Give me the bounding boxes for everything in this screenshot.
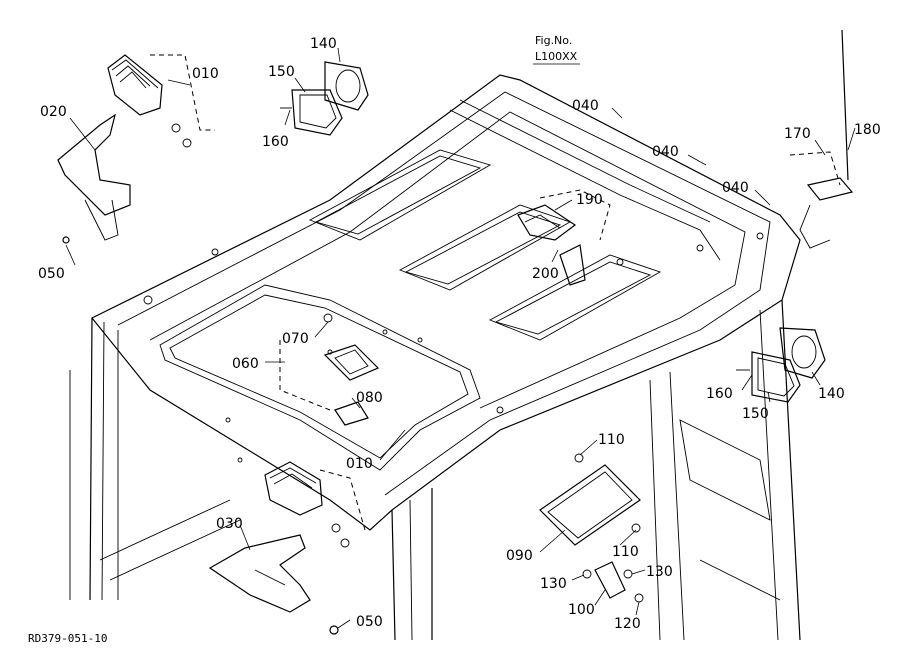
callout-110-b: 110 — [612, 544, 639, 560]
fig-label: Fig.No. — [535, 34, 572, 47]
callout-080: 080 — [356, 390, 383, 406]
bracket-assembly — [539, 453, 644, 603]
callout-070: 070 — [282, 331, 309, 347]
leader-lines — [65, 47, 856, 629]
callout-020: 020 — [40, 104, 67, 120]
callout-130-b: 130 — [646, 564, 673, 580]
callout-090: 090 — [506, 548, 533, 564]
callout-040-a: 040 — [572, 98, 599, 114]
callout-150-right: 150 — [742, 406, 769, 422]
callout-030: 030 — [216, 516, 243, 532]
callout-160-right: 160 — [706, 386, 733, 402]
callout-150-top: 150 — [268, 64, 295, 80]
work-light-top — [107, 54, 215, 148]
callout-200: 200 — [532, 266, 559, 282]
callout-130-a: 130 — [540, 576, 567, 592]
speaker-top — [280, 61, 369, 136]
callout-140-right: 140 — [818, 386, 845, 402]
callouts: 010 020 050 140 150 160 040 040 040 170 … — [38, 36, 881, 632]
callout-040-b: 040 — [652, 144, 679, 160]
callout-010-mid: 010 — [346, 456, 373, 472]
callout-190: 190 — [576, 192, 603, 208]
callout-050-left: 050 — [38, 266, 65, 282]
callout-180: 180 — [854, 122, 881, 138]
console-bracket — [517, 189, 611, 286]
antenna — [789, 29, 854, 249]
light-cover-bottom — [208, 534, 339, 635]
callout-170: 170 — [784, 126, 811, 142]
roof-frame — [69, 74, 801, 641]
callout-160-top: 160 — [262, 134, 289, 150]
light-cover-top — [57, 113, 131, 244]
fig-code: L100XX — [535, 50, 578, 63]
document-reference: RD379-051-10 — [28, 632, 107, 645]
callout-040-c: 040 — [722, 180, 749, 196]
callout-010-top: 010 — [192, 66, 219, 82]
figure-reference: Fig.No. L100XX — [533, 34, 580, 65]
callout-050-bottom: 050 — [356, 614, 383, 630]
callout-060: 060 — [232, 356, 259, 372]
speaker-right — [736, 327, 826, 403]
callout-100: 100 — [568, 602, 595, 618]
callout-110-a: 110 — [598, 432, 625, 448]
work-light-mid — [264, 461, 366, 548]
callout-120: 120 — [614, 616, 641, 632]
callout-140-top: 140 — [310, 36, 337, 52]
